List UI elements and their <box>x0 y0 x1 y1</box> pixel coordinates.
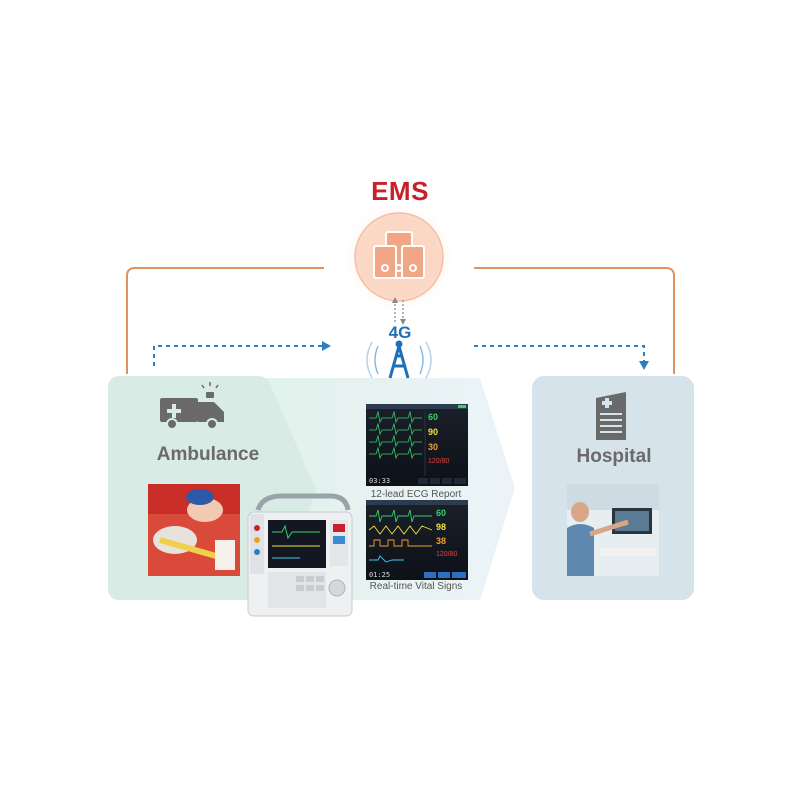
ems-title: EMS <box>371 176 429 206</box>
vitals-screen-time: 01:25 <box>369 571 391 579</box>
hospital-label: Hospital <box>576 446 652 467</box>
hospital-staff-photo <box>567 484 659 576</box>
ambulance-icon <box>160 382 224 430</box>
ambulance-uplink-arrowhead <box>322 341 331 351</box>
ecg-report-screen <box>366 404 468 486</box>
ecg-spo2-value: 90 <box>428 427 439 437</box>
vitals-spo2-value: 98 <box>436 522 447 532</box>
ems-link-ambulance <box>126 267 324 374</box>
ecg-screen-readouts: 60 90 30 120/80 <box>428 412 466 466</box>
cell-tower-icon <box>366 340 432 379</box>
vitals-rr-value: 38 <box>436 536 447 546</box>
server-icon <box>373 231 425 279</box>
ambulance-patient-photo <box>148 484 240 576</box>
ecg-sys-value: 120 <box>428 458 440 465</box>
vitals-screen-readouts: 60 98 38 120/80 <box>436 508 468 559</box>
vitals-dia-value: 80 <box>449 551 458 558</box>
hospital-downlink-arrowhead <box>639 361 649 370</box>
ems-link-hospital <box>474 267 675 374</box>
ecg-screen-time: 03:33 <box>369 477 391 485</box>
hospital-building-icon <box>596 392 626 440</box>
vital-signs-caption: Real-time Vital Signs <box>369 581 463 592</box>
vitals-sys-value: 120 <box>436 551 448 558</box>
network-4g-label: 4G <box>388 323 412 342</box>
hospital-downlink-arrow <box>474 345 645 362</box>
ecg-report-caption: 12-lead ECG Report <box>370 489 462 500</box>
ambulance-label: Ambulance <box>156 444 260 465</box>
ecg-dia-value: 80 <box>441 458 450 465</box>
ambulance-uplink-arrow <box>153 345 322 366</box>
ecg-rr-value: 30 <box>428 442 439 452</box>
defibrillator-monitor <box>247 493 353 617</box>
vital-signs-screen <box>366 500 468 580</box>
ecg-hr-value: 60 <box>428 412 439 422</box>
vitals-hr-value: 60 <box>436 508 447 518</box>
